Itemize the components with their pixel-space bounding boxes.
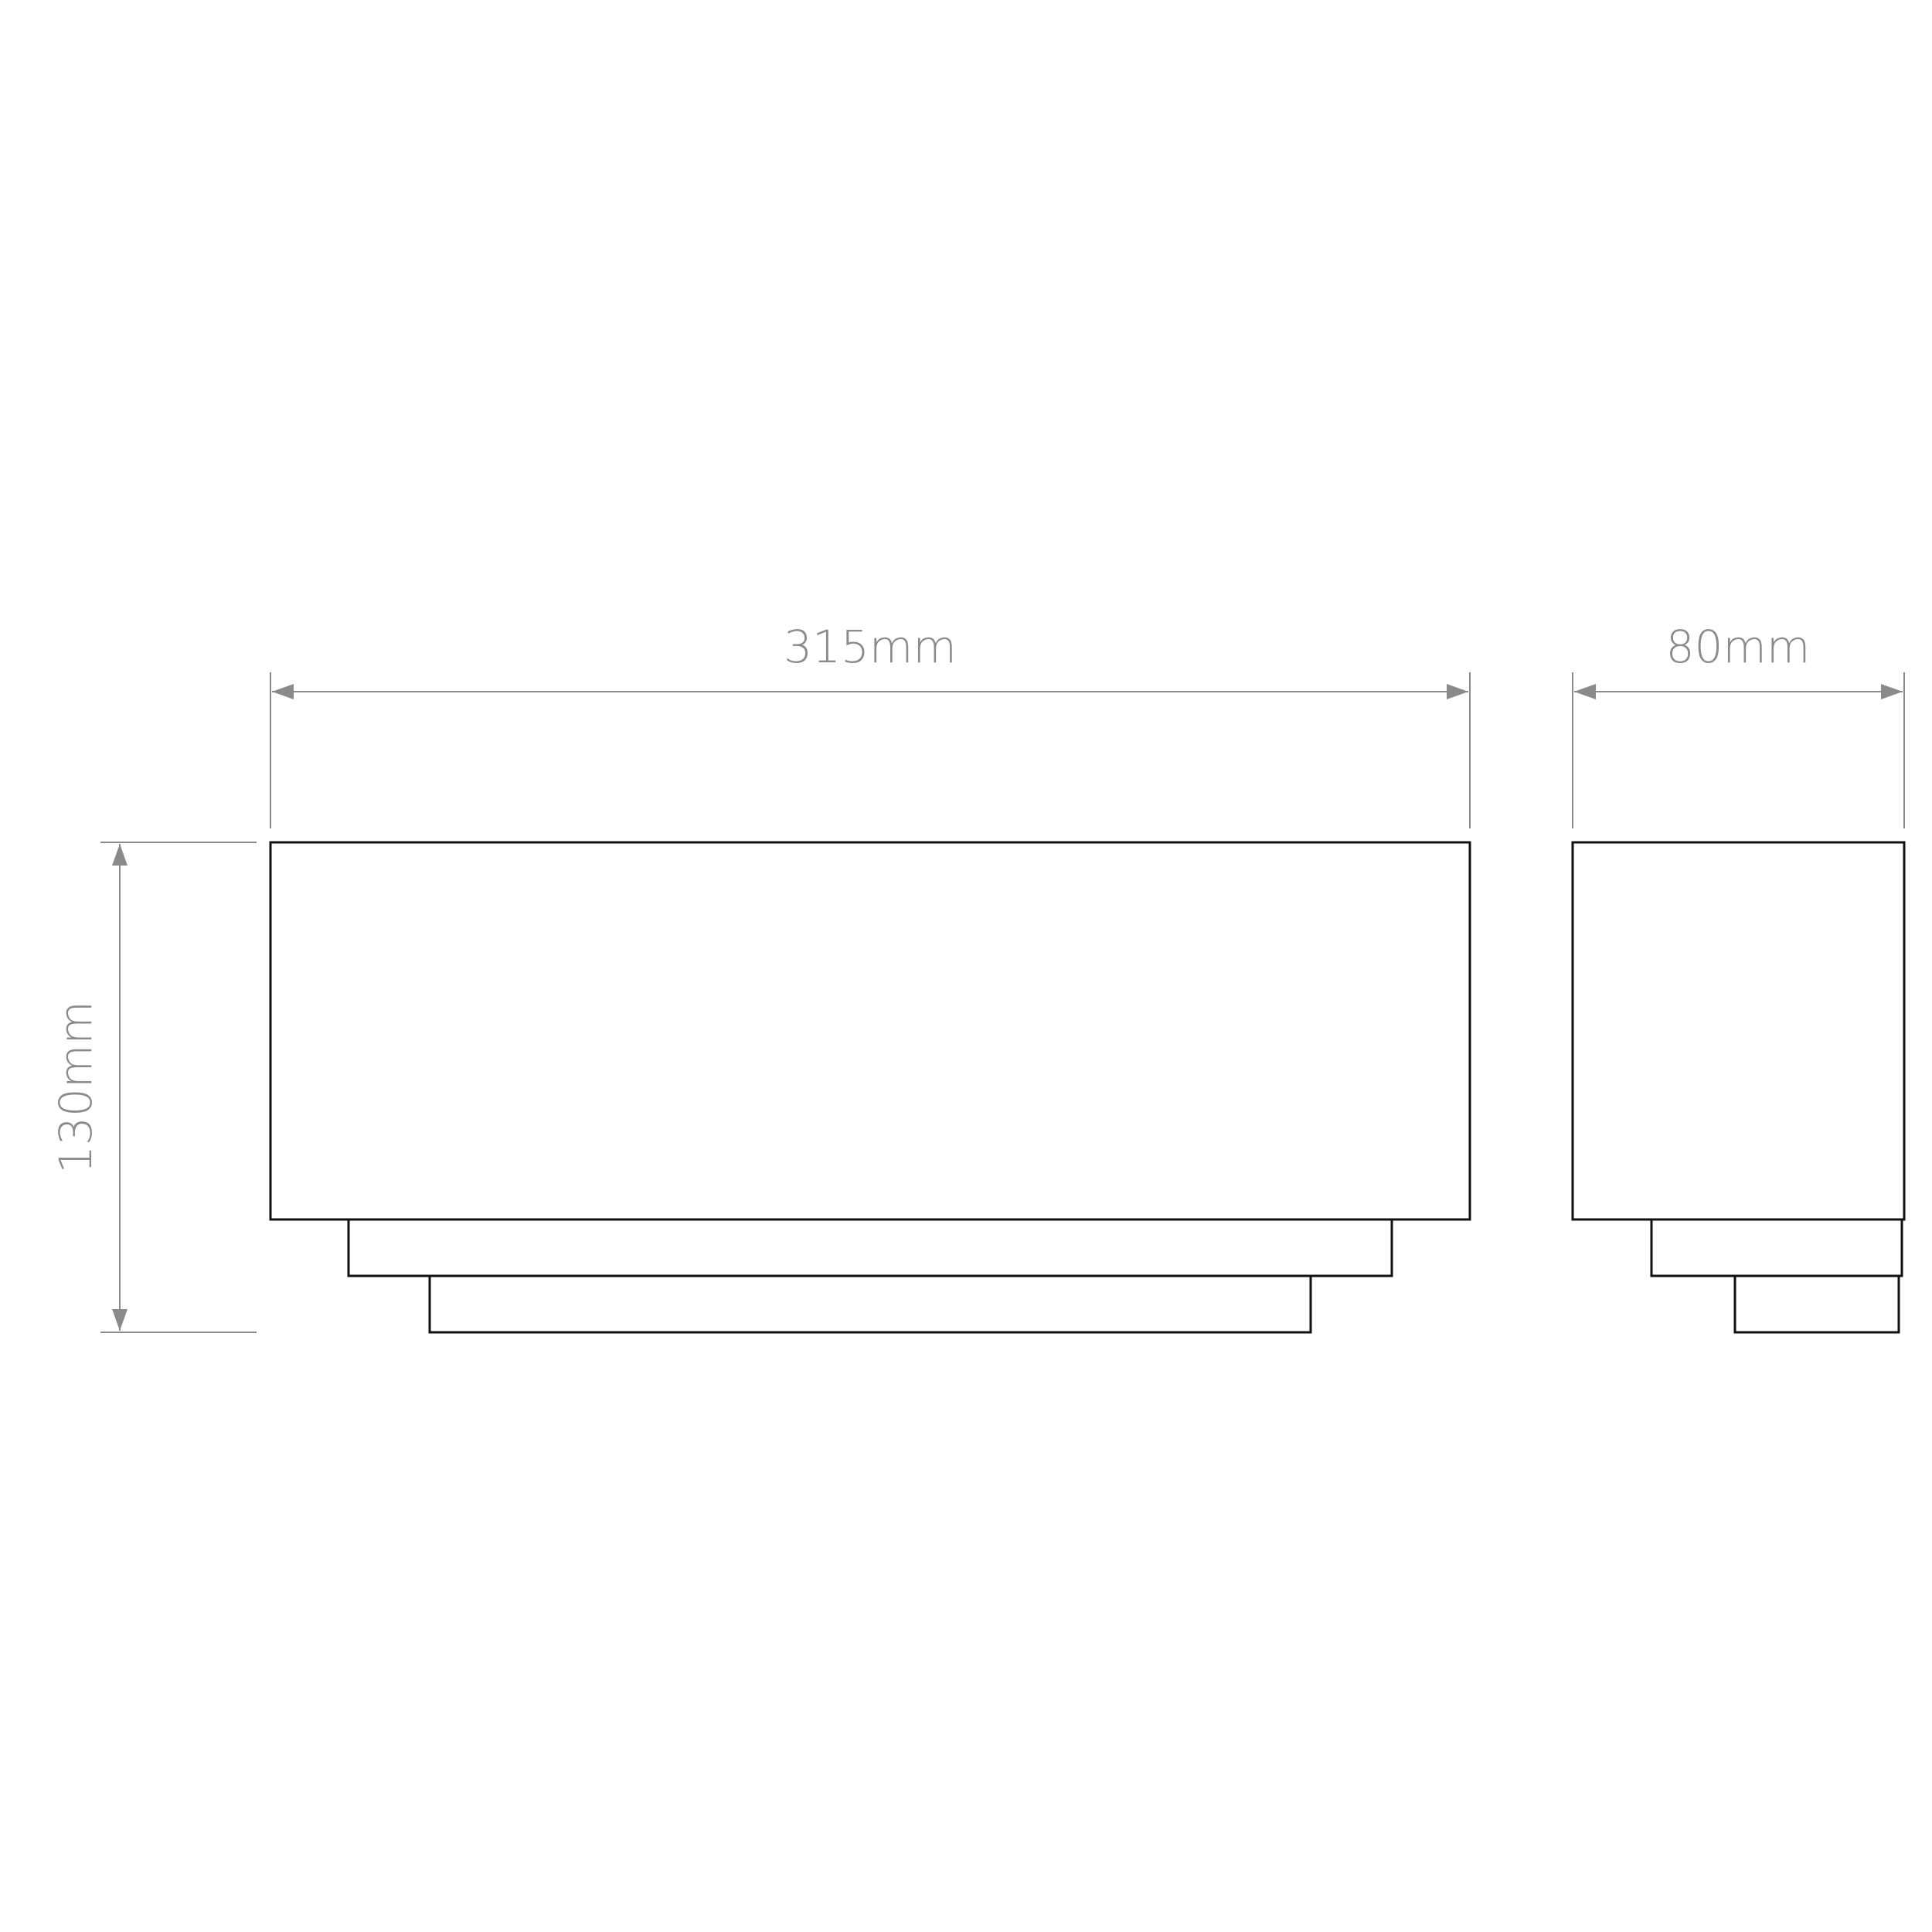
front-view [269, 841, 1471, 1334]
depth-arrow-right [1881, 684, 1903, 699]
width-label: 315mm [784, 621, 957, 673]
width-arrow-left [272, 684, 294, 699]
side-view [1571, 841, 1906, 1334]
width-dimension: 315mm [270, 621, 1471, 828]
height-arrow-bottom [112, 1309, 128, 1331]
depth-label: 80mm [1666, 621, 1811, 673]
side-step-lower [1733, 1274, 1900, 1334]
width-arrow-right [1447, 684, 1468, 699]
height-label: 130mm [49, 1001, 102, 1174]
front-step-lower [428, 1274, 1312, 1334]
side-body [1571, 841, 1906, 1221]
height-arrow-top [112, 844, 128, 866]
front-body [269, 841, 1471, 1221]
front-step-upper [347, 1218, 1393, 1277]
depth-arrow-left [1574, 684, 1596, 699]
side-step-upper [1650, 1218, 1903, 1277]
depth-dimension: 80mm [1572, 621, 1905, 828]
height-dimension: 130mm [49, 842, 257, 1333]
